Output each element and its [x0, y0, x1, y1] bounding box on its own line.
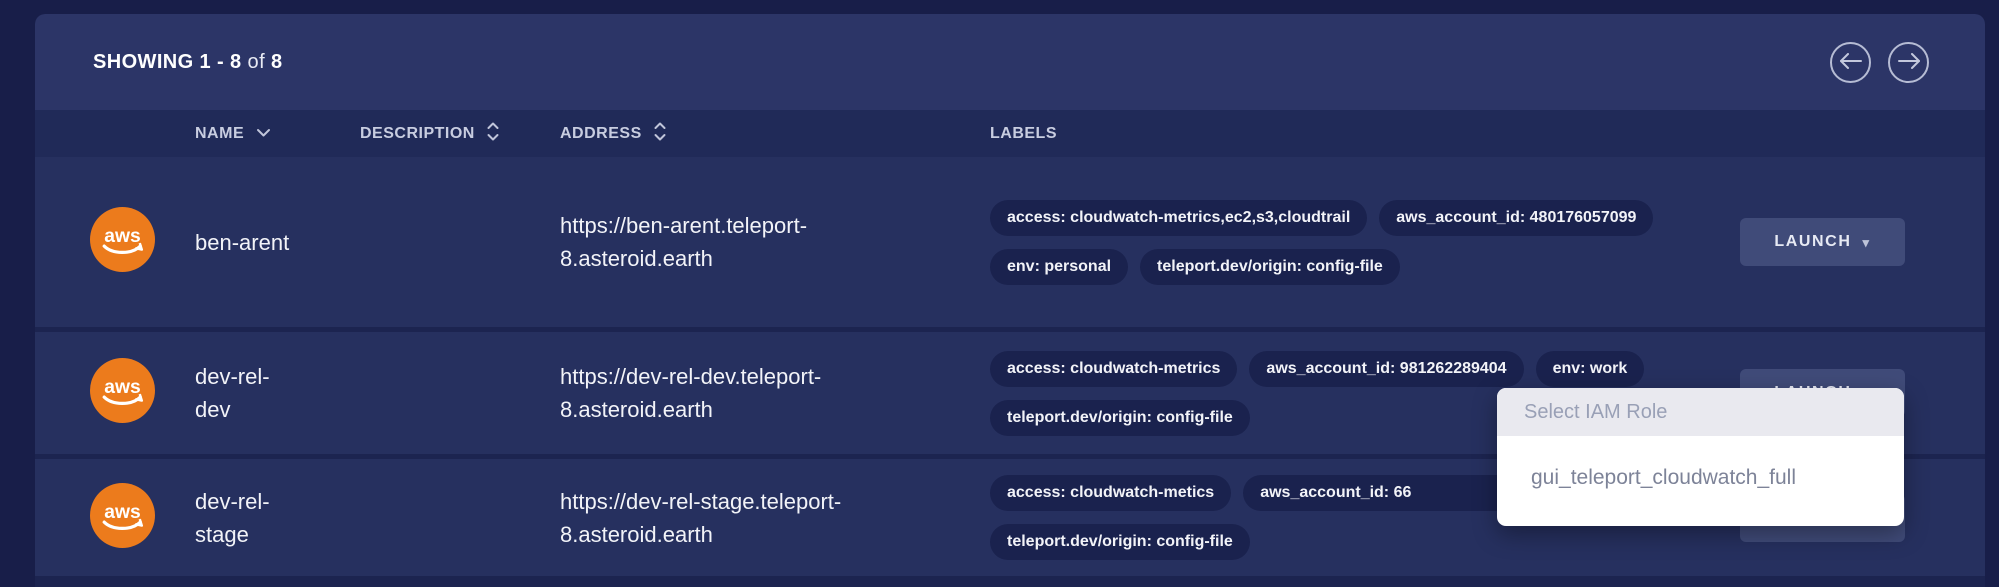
next-page-button[interactable] [1888, 41, 1929, 83]
column-header-name[interactable]: NAME [195, 125, 360, 143]
aws-app-icon: aws [90, 207, 195, 277]
column-header-labels: LABELS [990, 125, 1740, 143]
label-pill[interactable]: teleport.dev/origin: config-file [1140, 248, 1400, 285]
iam-role-option[interactable]: gui_teleport_cloudwatch_full [1531, 466, 1797, 489]
app-address: https://dev-rel-dev.teleport-8.asteroid.… [560, 364, 822, 422]
app-address: https://ben-arent.teleport-8.asteroid.ea… [560, 213, 808, 271]
label-pill[interactable]: access: cloudwatch-metrics [990, 350, 1238, 387]
table-header-row: NAME DESCRIPTION ADDRESS LABELS [35, 110, 1985, 157]
column-header-name-label: NAME [195, 124, 245, 142]
pagination-header: SHOWING 1 - 8 of 8 [35, 14, 1985, 110]
column-header-address[interactable]: ADDRESS [560, 122, 990, 146]
label-pill[interactable]: env: personal [990, 248, 1129, 285]
iam-role-dropdown-title: Select IAM Role [1497, 388, 1904, 436]
arrow-right-icon [1897, 52, 1920, 72]
label-pill[interactable]: aws_account_id: 480176057099 [1379, 199, 1654, 236]
app-name: ben-arent [195, 229, 290, 255]
label-pill[interactable]: aws_account_id: 981262289404 [1249, 350, 1524, 387]
table-row: aws ben-arent https://ben-arent.teleport… [35, 157, 1985, 327]
app-name: dev-rel-stage [195, 488, 270, 547]
showing-count-text: SHOWING 1 - 8 of 8 [93, 51, 283, 74]
previous-page-button[interactable] [1830, 41, 1871, 83]
iam-role-dropdown: Select IAM Role gui_teleport_cloudwatch_… [1497, 388, 1904, 526]
svg-text:aws: aws [104, 502, 140, 523]
sort-both-icon [487, 122, 499, 146]
column-header-address-label: ADDRESS [560, 124, 642, 142]
arrow-left-icon [1839, 52, 1862, 72]
label-pill[interactable]: teleport.dev/origin: config-file [990, 399, 1250, 436]
label-pill[interactable]: access: cloudwatch-metrics,ec2,s3,cloudt… [990, 199, 1368, 236]
showing-of: of [247, 50, 266, 73]
aws-app-icon: aws [90, 358, 195, 428]
app-address: https://dev-rel-stage.teleport-8.asteroi… [560, 488, 842, 547]
column-header-labels-label: LABELS [990, 124, 1057, 142]
svg-text:aws: aws [104, 377, 140, 398]
aws-app-icon: aws [90, 482, 195, 553]
app-name: dev-rel-dev [195, 364, 270, 422]
column-header-description[interactable]: DESCRIPTION [360, 122, 560, 146]
column-header-description-label: DESCRIPTION [360, 124, 475, 142]
showing-label: SHOWING [93, 50, 194, 73]
label-pill[interactable]: aws_account_id: 66 [1243, 475, 1527, 511]
showing-total: 8 [271, 50, 283, 73]
launch-button[interactable]: LAUNCH ▾ [1740, 218, 1905, 266]
showing-range: 1 - 8 [199, 50, 242, 73]
pagination-controls [1830, 41, 1929, 83]
label-pill[interactable]: env: work [1535, 350, 1645, 387]
label-pill[interactable]: access: cloudwatch-metics [990, 475, 1232, 511]
chevron-down-icon [256, 125, 271, 143]
sort-both-icon [654, 122, 666, 146]
label-pill[interactable]: teleport.dev/origin: config-file [990, 524, 1250, 560]
app-labels: access: cloudwatch-metrics aws_account_i… [990, 335, 1690, 452]
caret-down-icon: ▾ [1862, 235, 1871, 250]
applications-panel: SHOWING 1 - 8 of 8 NAME [35, 14, 1985, 587]
app-actions: LAUNCH ▾ [1740, 218, 1985, 266]
svg-text:aws: aws [104, 226, 140, 247]
launch-button-label: LAUNCH [1774, 233, 1852, 250]
app-labels: access: cloudwatch-metrics,ec2,s3,cloudt… [990, 184, 1690, 301]
